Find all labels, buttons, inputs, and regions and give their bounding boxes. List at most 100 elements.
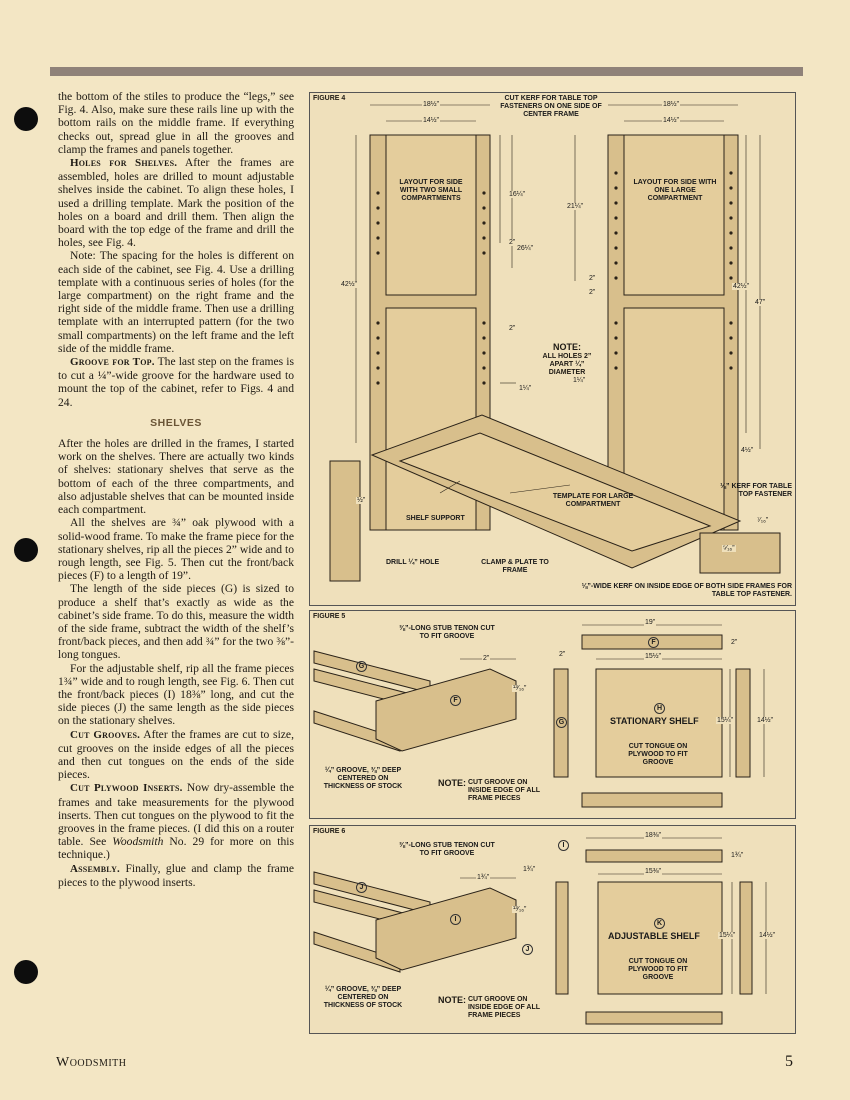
note-title: NOTE: — [438, 995, 466, 1005]
dim-21: 21¼” — [566, 203, 584, 210]
part-i-top: I — [558, 840, 569, 851]
dim-14-left: 14½” — [422, 117, 440, 124]
subhead: Holes for Shelves. — [70, 157, 178, 170]
tenon-callout: ⅜”-LONG STUB TENON CUT TO FIT GROOVE — [399, 625, 495, 640]
dim-7-16: ⁷⁄₁₆” — [756, 517, 770, 524]
dim-2-left: 2” — [558, 651, 567, 658]
tongue-callout: CUT TONGUE ON PLYWOOD TO FIT GROOVE — [628, 743, 688, 766]
dim-2b: 2” — [588, 275, 597, 282]
subhead: Cut Grooves. — [70, 728, 141, 741]
dim-42-right: 42½” — [732, 283, 750, 290]
layout-right-label: LAYOUT FOR SIDE WITH ONE LARGE COMPARTME… — [633, 179, 717, 202]
subhead: Cut Plywood Inserts. — [70, 782, 183, 795]
dim-15-1-4: 15¼” — [716, 717, 734, 724]
dim-14-1-2: 14½” — [758, 932, 776, 939]
figure-6: FIGURE 6 ⅜”-LONG STUB TENON CUT TO FIT G… — [309, 825, 796, 1034]
paragraph-text: Finally, glue and clamp the frame pieces… — [58, 861, 294, 889]
paragraph: Assembly. Finally, glue and clamp the fr… — [58, 862, 294, 889]
figure-5: FIGURE 5 ⅜”-LONG STUB TENON CUT TO FIT G… — [309, 610, 796, 819]
subhead: Assembly. — [70, 862, 120, 875]
paragraph-text: The last step on the frames is to cut a … — [58, 355, 294, 409]
note-body: CUT GROOVE ON INSIDE EDGE OF ALL FRAME P… — [467, 779, 540, 802]
dim-4: 4½” — [740, 447, 755, 454]
clamp-callout: CLAMP & PLATE TO FRAME — [481, 559, 549, 574]
tongue-callout: CUT TONGUE ON PLYWOOD TO FIT GROOVE — [628, 958, 688, 981]
dim-15-1-4: 15¼” — [718, 932, 736, 939]
dim-15-3-8: 15⅜” — [644, 868, 662, 875]
part-k: K — [654, 918, 665, 929]
dim-13-16: ¹³⁄₁₆” — [512, 685, 528, 692]
paragraph: Holes for Shelves. After the frames are … — [58, 156, 294, 249]
note-title: NOTE: — [438, 778, 466, 788]
figure-5-label: FIGURE 5 — [313, 613, 346, 620]
magazine-reference: Woodsmith — [112, 835, 164, 849]
dim-19: 19” — [644, 619, 657, 626]
dim-26: 26¼” — [516, 245, 534, 252]
paragraph: All the shelves are ¾” oak plywood with … — [58, 516, 294, 583]
layout-left-label: LAYOUT FOR SIDE WITH TWO SMALL COMPARTME… — [399, 179, 463, 202]
tenon-callout: ⅜”-LONG STUB TENON CUT TO FIT GROOVE — [399, 842, 495, 857]
kerf-top-callout: CUT KERF FOR TABLE TOP FASTENERS ON ONE … — [500, 95, 602, 118]
dim-47: 47” — [754, 299, 767, 306]
dim-1-1-4-b: 1¼” — [518, 385, 533, 392]
dim-2c: 2” — [588, 289, 597, 296]
drill-callout: DRILL ¼” HOLE — [386, 559, 440, 566]
dim-2-top: 2” — [730, 639, 739, 646]
binder-hole-bottom — [14, 960, 38, 984]
part-i: I — [450, 914, 461, 925]
groove-callout: ¼” GROOVE, ⅜” DEEP CENTERED ON THICKNESS… — [323, 767, 403, 790]
part-j: J — [522, 944, 533, 955]
figure-6-label: FIGURE 6 — [313, 828, 346, 835]
dim-1-3-4-left: 1¾” — [522, 866, 537, 873]
page-number: 5 — [785, 1053, 793, 1070]
template-label: TEMPLATE FOR LARGE COMPARTMENT — [552, 493, 634, 508]
dim-14-right: 14½” — [662, 117, 680, 124]
dim-1-1-4-a: 1¼” — [572, 377, 587, 384]
shelf-support-callout: SHELF SUPPORT — [406, 515, 465, 522]
dim-2-piece: 2” — [482, 655, 491, 662]
paragraph: Groove for Top. The last step on the fra… — [58, 355, 294, 409]
figure-4: FIGURE 4 CUT KERF FOR TABLE TOP FASTENER… — [309, 92, 796, 606]
paragraph-text: After the frames are assembled, holes ar… — [58, 156, 294, 250]
dim-18-3-8: 18⅜” — [644, 832, 662, 839]
adjustable-shelf-label: ADJUSTABLE SHELF — [608, 931, 700, 941]
figure-4-label: FIGURE 4 — [313, 95, 346, 102]
figure-4-drawing — [329, 104, 781, 582]
paragraph: For the adjustable shelf, rip all the fr… — [58, 661, 294, 728]
dim-18-left: 18½” — [422, 101, 440, 108]
dim-18-right: 18½” — [662, 101, 680, 108]
dim-1-3-4-top: 1¾” — [730, 852, 745, 859]
paragraph: Cut Grooves. After the frames are cut to… — [58, 728, 294, 782]
paragraph: After the holes are drilled in the frame… — [58, 437, 294, 517]
dim-5-16: ⁵⁄₁₆” — [722, 545, 736, 552]
paragraph: Note: The spacing for the holes is diffe… — [58, 249, 294, 355]
groove-note: NOTE: CUT GROOVE ON INSIDE EDGE OF ALL F… — [438, 779, 544, 803]
subhead: Groove for Top. — [70, 356, 155, 369]
header-rule — [50, 67, 803, 76]
paragraph-text: Now dry-assemble the frames and take mea… — [58, 781, 294, 849]
kerf-bottom-callout: ⅛”-WIDE KERF ON INSIDE EDGE OF BOTH SIDE… — [581, 583, 792, 598]
binder-hole-top — [14, 107, 38, 131]
kerf-right-callout: ⅛” KERF FOR TABLE TOP FASTENER — [720, 483, 792, 498]
paragraph: The length of the side pieces (G) is siz… — [58, 582, 294, 662]
paragraph: Cut Plywood Inserts. Now dry-assemble th… — [58, 781, 294, 861]
note-body: ALL HOLES 2” APART ¼” DIAMETER — [542, 353, 592, 376]
dim-15-1-2: 15½” — [644, 653, 662, 660]
dim-16: 16¼” — [508, 191, 526, 198]
part-g-side: G — [556, 717, 567, 728]
dim-42-left: 42½” — [340, 281, 358, 288]
part-g-letter: J — [356, 882, 367, 893]
stationary-shelf-label: STATIONARY SHELF — [610, 716, 699, 726]
section-heading: SHELVES — [150, 416, 202, 429]
groove-note: NOTE: CUT GROOVE ON INSIDE EDGE OF ALL F… — [438, 996, 544, 1020]
note-body: CUT GROOVE ON INSIDE EDGE OF ALL FRAME P… — [467, 996, 540, 1019]
article-text-column: the bottom of the stiles to produce the … — [58, 90, 294, 889]
dim-1-3-4-piece: 1¾” — [476, 874, 491, 881]
binder-hole-middle — [14, 538, 38, 562]
dim-2a: 2” — [508, 239, 517, 246]
groove-callout: ¼” GROOVE, ⅜” DEEP CENTERED ON THICKNESS… — [323, 986, 403, 1009]
dim-2d: 2” — [508, 325, 517, 332]
holes-note: NOTE: ALL HOLES 2” APART ¼” DIAMETER — [532, 343, 602, 377]
part-f-top: F — [648, 637, 659, 648]
figure-6-drawing — [313, 837, 767, 1025]
